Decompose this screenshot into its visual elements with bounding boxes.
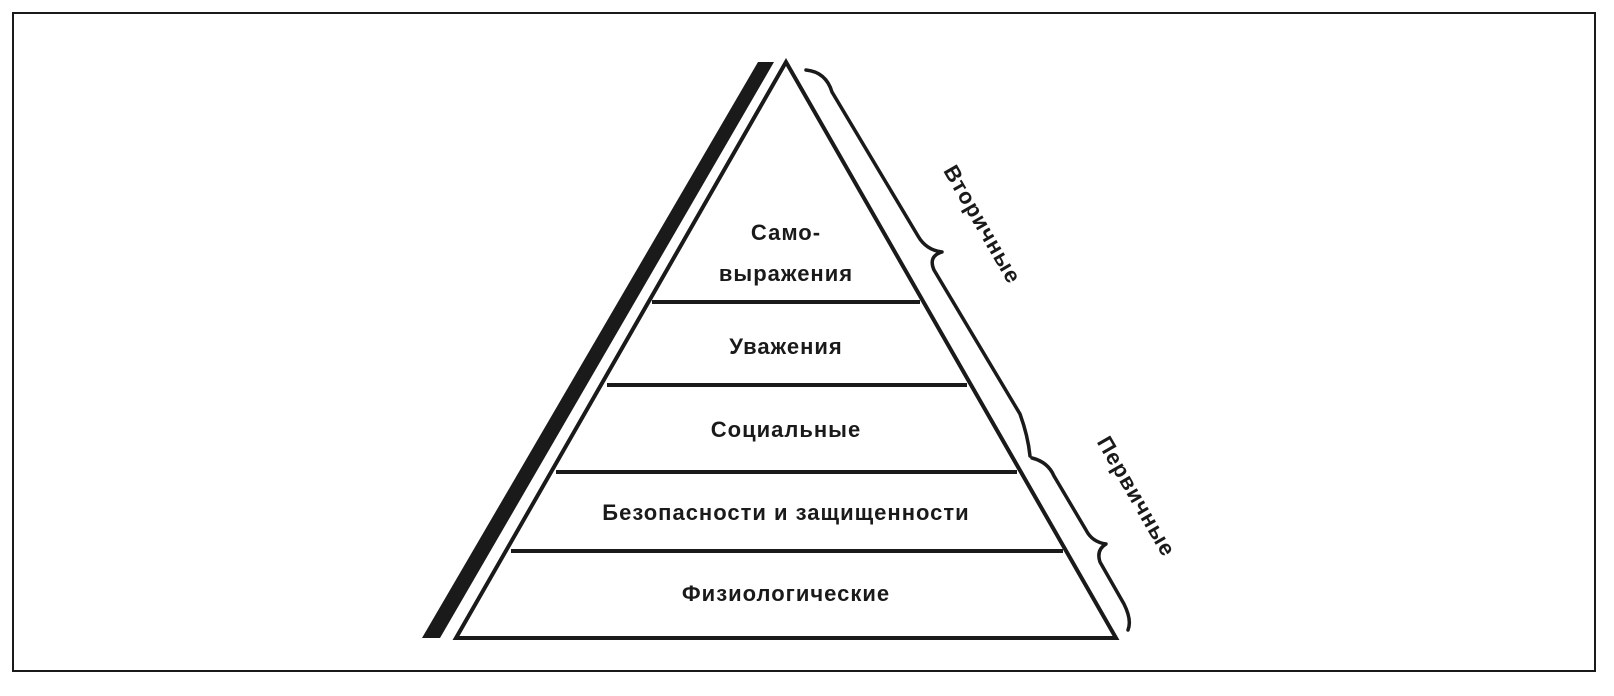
group-label-secondary: Вторичные <box>939 161 1027 288</box>
level-social: Социальные <box>711 417 861 442</box>
brace-primary <box>1030 456 1132 632</box>
pyramid-outline <box>452 57 1120 640</box>
level-self-expression-line1: Само- <box>751 220 821 245</box>
group-label-primary: Первичные <box>1092 432 1181 561</box>
brace-secondary <box>804 68 1032 458</box>
pyramid-shadow-edge <box>422 62 774 638</box>
level-safety: Безопасности и защищенности <box>602 500 969 525</box>
level-esteem: Уважения <box>729 334 843 359</box>
level-self-expression-line2: выражения <box>719 261 853 286</box>
level-physiological: Физиологические <box>682 581 890 606</box>
